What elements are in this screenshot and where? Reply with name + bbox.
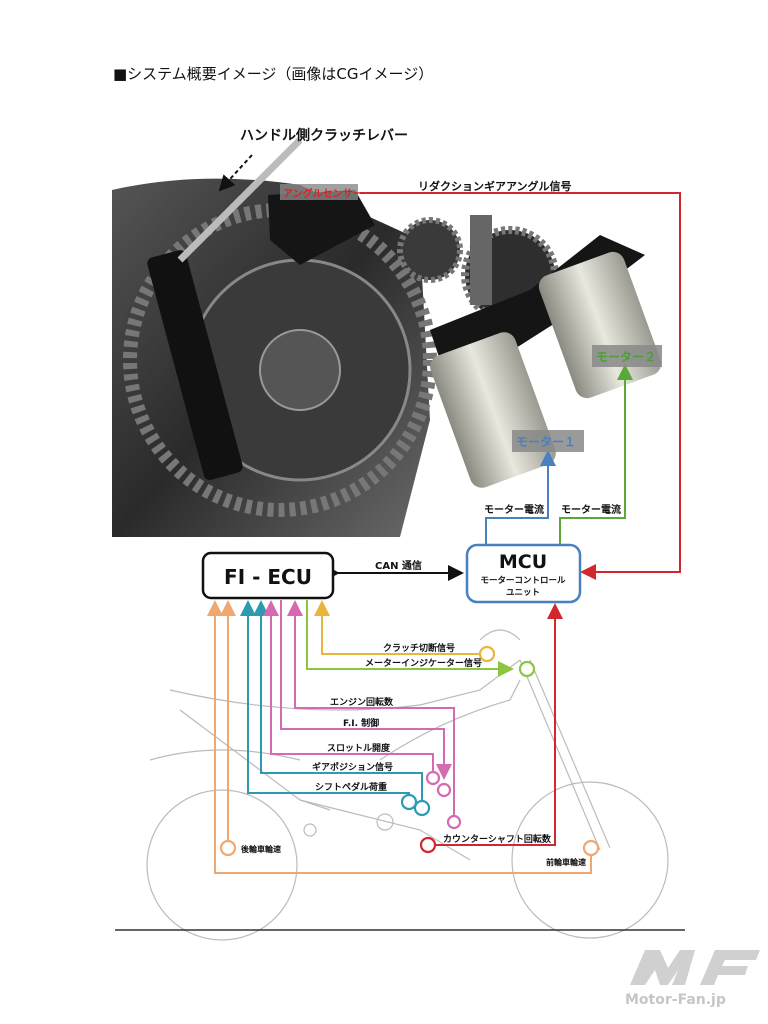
engine-rpm-label: エンジン回転数: [330, 696, 394, 708]
fi-ecu-label: FI - ECU: [224, 565, 312, 589]
fi-control-label: F.I. 制御: [343, 717, 379, 729]
countershaft-sensor-icon: [419, 836, 437, 854]
rear-wheel-speed-label: 後輪車輪速: [241, 844, 281, 854]
gear-position-sensor-icon: [413, 799, 431, 817]
meter-indicator-label: メーターインジケーター信号: [365, 657, 482, 669]
injector-icon: [436, 782, 452, 798]
gear-position-label: ギアポジション信号: [312, 761, 393, 773]
front-wheel-speed-label: 前輪車輪速: [546, 857, 586, 867]
cg-clutch-image: [112, 137, 662, 538]
engine-rpm-wire: [287, 600, 455, 815]
motor2-current-label: モーター電流: [561, 503, 621, 516]
mcu-sub1: モーターコントロール: [480, 575, 566, 586]
motor2-current-wire: [559, 364, 633, 545]
clutch-cut-wire: [314, 600, 480, 655]
clutch-lever-label: ハンドル側クラッチレバー: [240, 127, 408, 144]
throttle-wire: [263, 600, 434, 771]
motor1-label: モーター１: [516, 435, 576, 449]
fi-ecu-box: [201, 551, 335, 600]
gear-position-wire: [253, 600, 423, 801]
meter-indicator-wire: [306, 600, 514, 677]
reduction-gear-angle-label: リダクションギアアングル信号: [418, 179, 572, 193]
engine-rpm-sensor-icon: [446, 814, 462, 830]
meter-icon: [518, 660, 536, 678]
can-label: CAN 通信: [375, 559, 422, 572]
clutch-cut-label: クラッチ切断信号: [383, 642, 455, 654]
front-wheel-sensor-icon: [582, 839, 600, 857]
mcu-label: MCU: [499, 551, 547, 573]
angle-sensor-label: アングルセンサー: [283, 187, 363, 200]
page-title: ■システム概要イメージ（画像はCGイメージ）: [113, 65, 434, 83]
clutch-sensor-icon: [478, 645, 496, 663]
countershaft-label: カウンターシャフト回転数: [443, 833, 552, 845]
fi-control-wire: [280, 600, 452, 780]
watermark-text: Motor-Fan.jp: [625, 992, 726, 1008]
throttle-label: スロットル開度: [327, 742, 391, 754]
motorcycle-outline: [146, 629, 669, 941]
signal-wires: [207, 192, 681, 874]
front-wheel-wire: [207, 600, 592, 874]
motorfan-logo: Motor-Fan.jp: [625, 950, 760, 1008]
countershaft-wire: [428, 603, 563, 846]
rear-wheel-sensor-icon: [219, 839, 237, 857]
mcu-sub2: ユニット: [506, 588, 540, 598]
motor2-label: モーター２: [596, 350, 656, 364]
angle-signal-wire: [360, 192, 681, 580]
shift-pedal-label: シフトペダル荷重: [315, 781, 387, 793]
shift-pedal-sensor-icon: [400, 793, 418, 811]
motor1-current-label: モーター電流: [484, 503, 544, 516]
mcu-box: [465, 543, 582, 604]
motor1-current-wire: [485, 450, 556, 545]
throttle-sensor-icon: [425, 770, 441, 786]
